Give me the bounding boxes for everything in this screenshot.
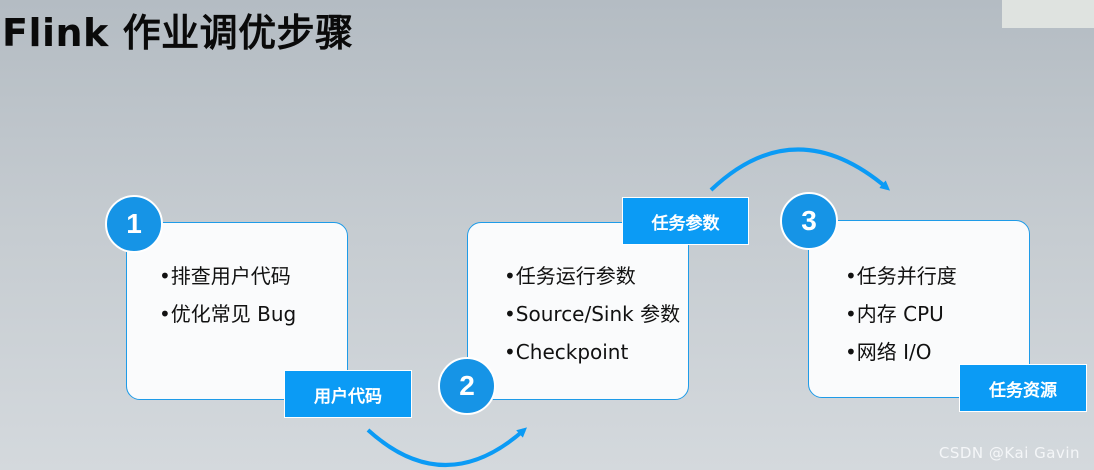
step-1-tag: 用户代码	[284, 370, 412, 418]
step-2-tag: 任务参数	[622, 197, 749, 245]
page-title: Flink 作业调优步骤	[2, 11, 354, 55]
step-3-item: 内存 CPU	[845, 295, 957, 333]
step-1-card: 排查用户代码 优化常见 Bug	[126, 222, 348, 400]
step-3-item: 任务并行度	[845, 257, 957, 295]
step-2-item: 任务运行参数	[504, 257, 680, 295]
step-2-card: 任务运行参数 Source/Sink 参数 Checkpoint	[467, 222, 689, 400]
watermark: CSDN @Kai Gavin	[938, 444, 1080, 462]
step-3-item: 网络 I/O	[845, 333, 957, 371]
arrow-step1-to-step2	[366, 427, 527, 467]
step-2-item: Checkpoint	[504, 333, 680, 371]
step-3-tag: 任务资源	[959, 364, 1087, 412]
step-1-number-badge: 1	[105, 195, 163, 253]
step-2-number-badge: 2	[438, 357, 496, 415]
step-1-item: 排查用户代码	[159, 257, 296, 295]
arrow-step2-to-step3	[709, 147, 891, 192]
step-1-item: 优化常见 Bug	[159, 295, 296, 333]
step-3-number-badge: 3	[780, 192, 838, 250]
step-2-item: Source/Sink 参数	[504, 295, 680, 333]
corner-decoration	[1002, 0, 1094, 28]
